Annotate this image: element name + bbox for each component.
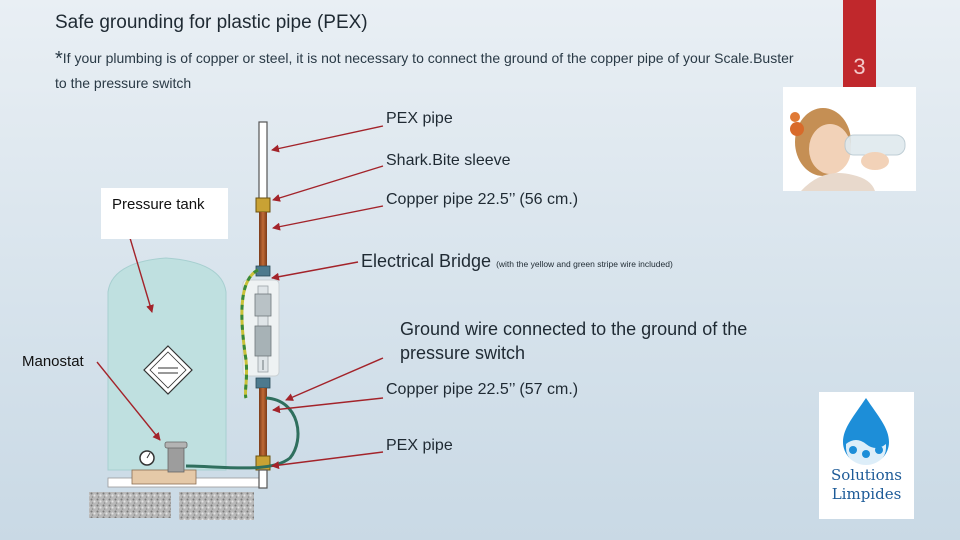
base-fitting	[131, 469, 197, 485]
sharkbite-sleeve-top	[255, 197, 271, 213]
slide-title: Safe grounding for plastic pipe (PEX)	[55, 12, 368, 33]
pressure-switch	[167, 445, 185, 473]
child-drinking-photo	[783, 87, 916, 191]
note-text: If your plumbing is of copper or steel, …	[55, 50, 794, 91]
label-ground-wire: Ground wire connected to the ground of t…	[400, 319, 748, 363]
pex-pipe-top	[258, 121, 268, 203]
arrow-pex-pipe-top	[271, 125, 384, 153]
water-drop-icon	[843, 398, 889, 466]
arrow-copper-pipe-top	[272, 205, 384, 231]
slide-number-bar	[843, 0, 876, 92]
note-asterisk: *	[55, 48, 63, 70]
bridge-clamp-bottom	[255, 377, 271, 389]
label-copper-pipe-top: Copper pipe 22.5’’ (56 cm.)	[386, 191, 579, 208]
pex-pipe-bottom	[258, 469, 268, 489]
pressure-tank-label-box	[101, 188, 228, 239]
tank-warning-label	[143, 345, 193, 395]
arrow-pex-pipe-bottom	[271, 451, 384, 470]
arrow-manostat	[96, 361, 161, 441]
gravel-block-left	[89, 492, 171, 518]
label-pex-pipe-bottom: PEX pipe	[386, 437, 453, 454]
arrow-pressure-tank	[129, 237, 154, 313]
copper-pipe-bottom	[259, 388, 267, 458]
arrow-electrical-bridge	[271, 261, 359, 281]
logo-line1: Solutions	[831, 466, 902, 484]
label-pressure-tank: Pressure tank	[112, 196, 205, 213]
logo-text: Solutions Limpides	[819, 466, 914, 504]
solutions-limpides-logo	[819, 392, 914, 519]
slide-number: 3	[853, 54, 866, 79]
slide-note: *If your plumbing is of copper or steel,…	[55, 46, 795, 95]
arrow-sharkbite-sleeve	[272, 165, 384, 202]
label-sharkbite-sleeve: Shark.Bite sleeve	[386, 152, 511, 169]
arrow-ground-wire	[285, 357, 384, 401]
copper-pipe-top	[259, 212, 267, 270]
label-manostat: Manostat	[22, 353, 84, 370]
gravel-block-right	[179, 492, 254, 520]
arrow-copper-pipe-bottom	[272, 397, 384, 414]
label-electrical-bridge: Electrical Bridge (with the yellow and g…	[361, 251, 673, 272]
label-pex-pipe-top: PEX pipe	[386, 110, 453, 127]
label-copper-pipe-bottom: Copper pipe 22.5’’ (57 cm.)	[386, 381, 579, 398]
electrical-bridge-note: (with the yellow and green stripe wire i…	[496, 259, 673, 269]
ground-wire	[185, 396, 300, 470]
electrical-bridge-text: Electrical Bridge	[361, 251, 492, 271]
electrical-bridge	[242, 279, 280, 377]
logo-line2: Limpides	[831, 485, 902, 503]
